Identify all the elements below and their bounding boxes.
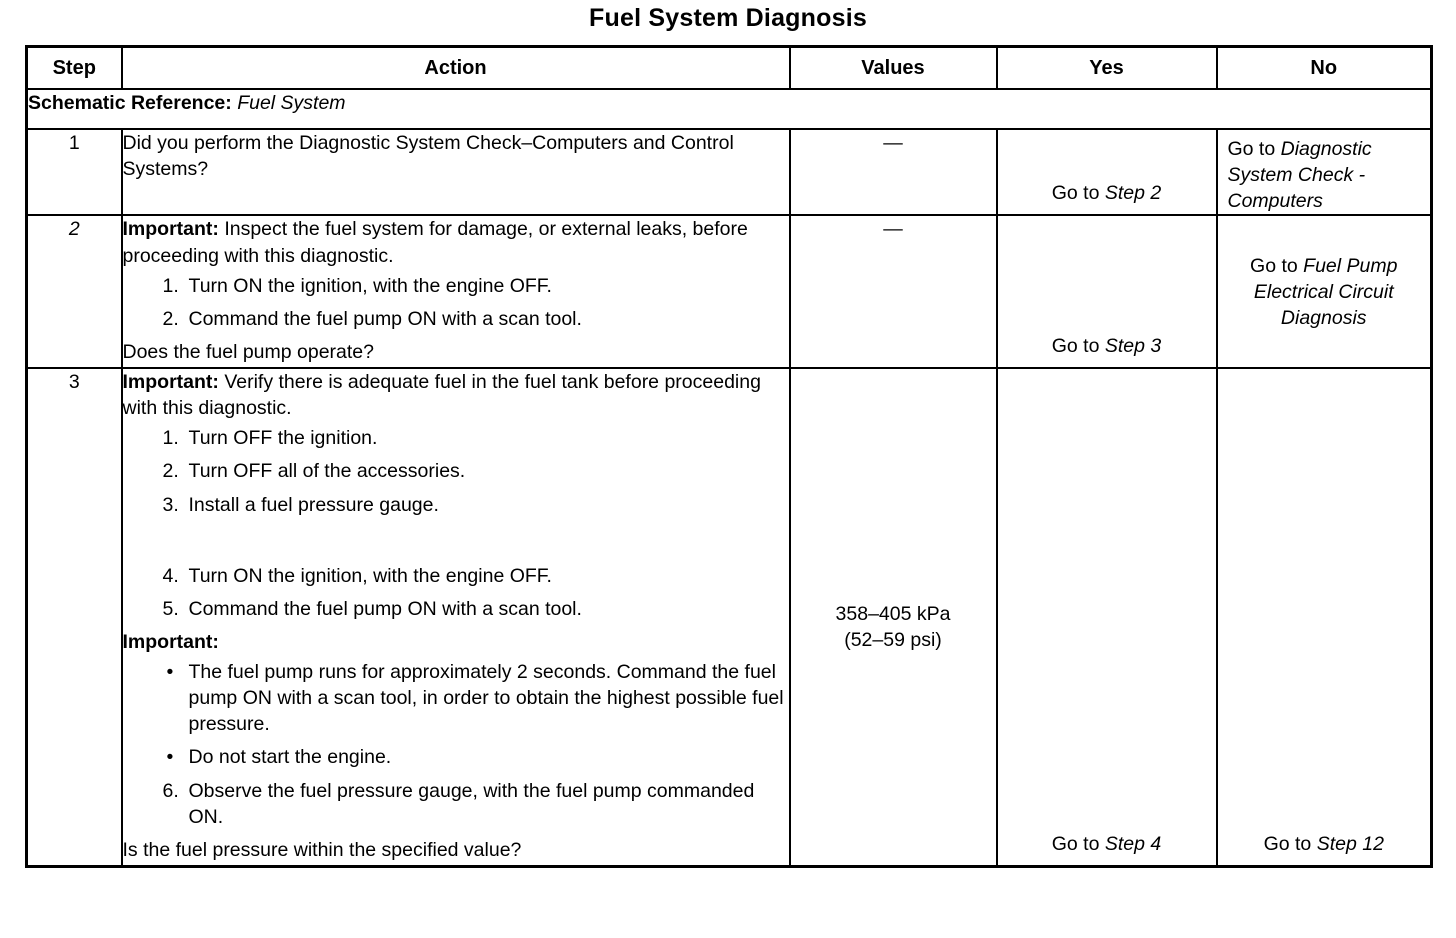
list-text: Command the fuel pump ON with a scan too… — [188, 307, 582, 330]
table-header-row: Step Action Values Yes No — [25, 45, 1433, 90]
table-row: 3 Important: Verify there is adequate fu… — [25, 366, 1433, 868]
action-step-list: 1. Turn ON the ignition, with the engine… — [123, 273, 789, 332]
diagnostic-table: Step Action Values Yes No Schematic Refe… — [25, 45, 1433, 868]
yes-branch-prefix: Go to — [1051, 832, 1105, 855]
step-number: 1 — [25, 127, 123, 217]
list-text: Turn ON the ignition, with the engine OF… — [188, 274, 552, 297]
no-branch-prefix: Go to — [1227, 138, 1281, 160]
no-branch-prefix: Go to — [1250, 254, 1304, 277]
list-text: Observe the fuel pressure gauge, with th… — [188, 779, 755, 828]
column-header-step: Step — [25, 45, 123, 90]
action-bullet-list: • The fuel pump runs for approximately 2… — [123, 659, 789, 771]
no-branch-cell: Go to Diagnostic System Check - Computer… — [1215, 127, 1433, 217]
step-number: 3 — [25, 366, 123, 868]
values-cell: 358–405 kPa (52–59 psi) — [788, 366, 998, 868]
values-cell: — — [788, 214, 998, 369]
yes-branch-target: Step 2 — [1104, 182, 1162, 205]
no-branch-target: Diagnostic System Check - Computers — [1227, 138, 1372, 213]
yes-branch-cell: Go to Step 3 — [995, 214, 1218, 369]
action-step-list-b: 4. Turn ON the ignition, with the engine… — [123, 563, 789, 622]
yes-branch-cell: Go to Step 4 — [995, 366, 1218, 868]
list-marker: 6. — [162, 779, 179, 802]
no-branch-cell: Go to Fuel Pump Electrical Circuit Diagn… — [1215, 214, 1433, 369]
list-text: Do not start the engine. — [188, 746, 392, 769]
list-marker: 1. — [162, 427, 179, 450]
list-marker: 2. — [162, 460, 179, 483]
list-marker: 5. — [162, 597, 179, 620]
step-number: 2 — [25, 214, 123, 369]
action-cell: Important: Inspect the fuel system for d… — [120, 214, 791, 369]
list-text: The fuel pump runs for approximately 2 s… — [188, 661, 784, 736]
list-marker: 2. — [162, 307, 179, 330]
list-marker: 3. — [162, 493, 179, 516]
no-branch-prefix: Go to — [1263, 832, 1317, 855]
table-row: 1 Did you perform the Diagnostic System … — [25, 127, 1433, 217]
action-intro-text: Did you perform the Diagnostic System Ch… — [122, 132, 734, 181]
list-item: 2. Command the fuel pump ON with a scan … — [163, 306, 789, 332]
list-text: Command the fuel pump ON with a scan too… — [188, 597, 582, 620]
page-title: Fuel System Diagnosis — [589, 4, 867, 32]
action-cell: Important: Verify there is adequate fuel… — [120, 366, 791, 868]
list-text: Turn OFF the ignition. — [188, 427, 378, 450]
bullet-marker: • — [166, 746, 174, 769]
no-branch-target: Fuel Pump Electrical Circuit Diagnosis — [1253, 254, 1398, 329]
list-item: 6. Observe the fuel pressure gauge, with… — [163, 778, 789, 830]
list-item: 3. Install a fuel pressure gauge. — [163, 492, 789, 518]
column-header-yes: Yes — [995, 45, 1218, 90]
list-item: 4. Turn ON the ignition, with the engine… — [163, 563, 789, 589]
values-cell: — — [788, 127, 998, 217]
action-important-paragraph: Important: Inspect the fuel system for d… — [123, 216, 789, 268]
list-text: Turn OFF all of the accessories. — [188, 460, 466, 483]
no-branch-target: Step 12 — [1316, 832, 1384, 855]
action-step-list-c: 6. Observe the fuel pressure gauge, with… — [123, 778, 789, 830]
list-item: 1. Turn ON the ignition, with the engine… — [163, 273, 789, 299]
yes-branch-target: Step 3 — [1104, 334, 1162, 357]
schematic-reference-value: Fuel System — [237, 92, 346, 114]
list-spacer — [123, 525, 789, 559]
list-text: Install a fuel pressure gauge. — [188, 493, 439, 516]
bullet-marker: • — [166, 661, 174, 683]
action-important-paragraph: Important: Verify there is adequate fuel… — [123, 369, 789, 421]
schematic-reference-label: Schematic Reference: — [28, 92, 232, 114]
table-row: 2 Important: Inspect the fuel system for… — [25, 214, 1433, 369]
list-item: 5. Command the fuel pump ON with a scan … — [163, 596, 789, 622]
values-line-1: 358–405 kPa — [835, 603, 951, 625]
important-text: Verify there is adequate fuel in the fue… — [122, 371, 761, 420]
no-branch-cell: Go to Step 12 — [1215, 366, 1433, 868]
yes-branch-prefix: Go to — [1051, 182, 1105, 205]
column-header-values: Values — [788, 45, 998, 90]
schematic-reference-row: Schematic Reference: Fuel System — [25, 88, 1433, 130]
action-cell: Did you perform the Diagnostic System Ch… — [120, 127, 791, 217]
yes-branch-target: Step 4 — [1104, 832, 1162, 855]
action-question-text: Is the fuel pressure within the specifie… — [122, 838, 522, 861]
yes-branch-prefix: Go to — [1051, 334, 1105, 357]
list-item: 1. Turn OFF the ignition. — [163, 425, 789, 451]
important-text: Inspect the fuel system for damage, or e… — [122, 218, 748, 267]
list-item: 2. Turn OFF all of the accessories. — [163, 458, 789, 484]
column-header-no: No — [1215, 45, 1433, 90]
values-line-2: (52–59 psi) — [844, 629, 942, 652]
important-label-2: Important: — [122, 630, 219, 653]
list-marker: 4. — [162, 564, 179, 587]
list-item: • Do not start the engine. — [163, 744, 789, 770]
important-label: Important: — [122, 371, 219, 393]
list-text: Turn ON the ignition, with the engine OF… — [188, 564, 552, 587]
column-header-action: Action — [120, 45, 791, 90]
list-item: • The fuel pump runs for approximately 2… — [163, 659, 789, 737]
list-marker: 1. — [162, 274, 179, 297]
action-question-text: Does the fuel pump operate? — [122, 340, 375, 363]
schematic-reference-cell: Schematic Reference: Fuel System — [25, 88, 1433, 130]
action-step-list-a: 1. Turn OFF the ignition. 2. Turn OFF al… — [123, 425, 789, 517]
important-label: Important: — [122, 218, 219, 241]
yes-branch-cell: Go to Step 2 — [995, 127, 1218, 217]
